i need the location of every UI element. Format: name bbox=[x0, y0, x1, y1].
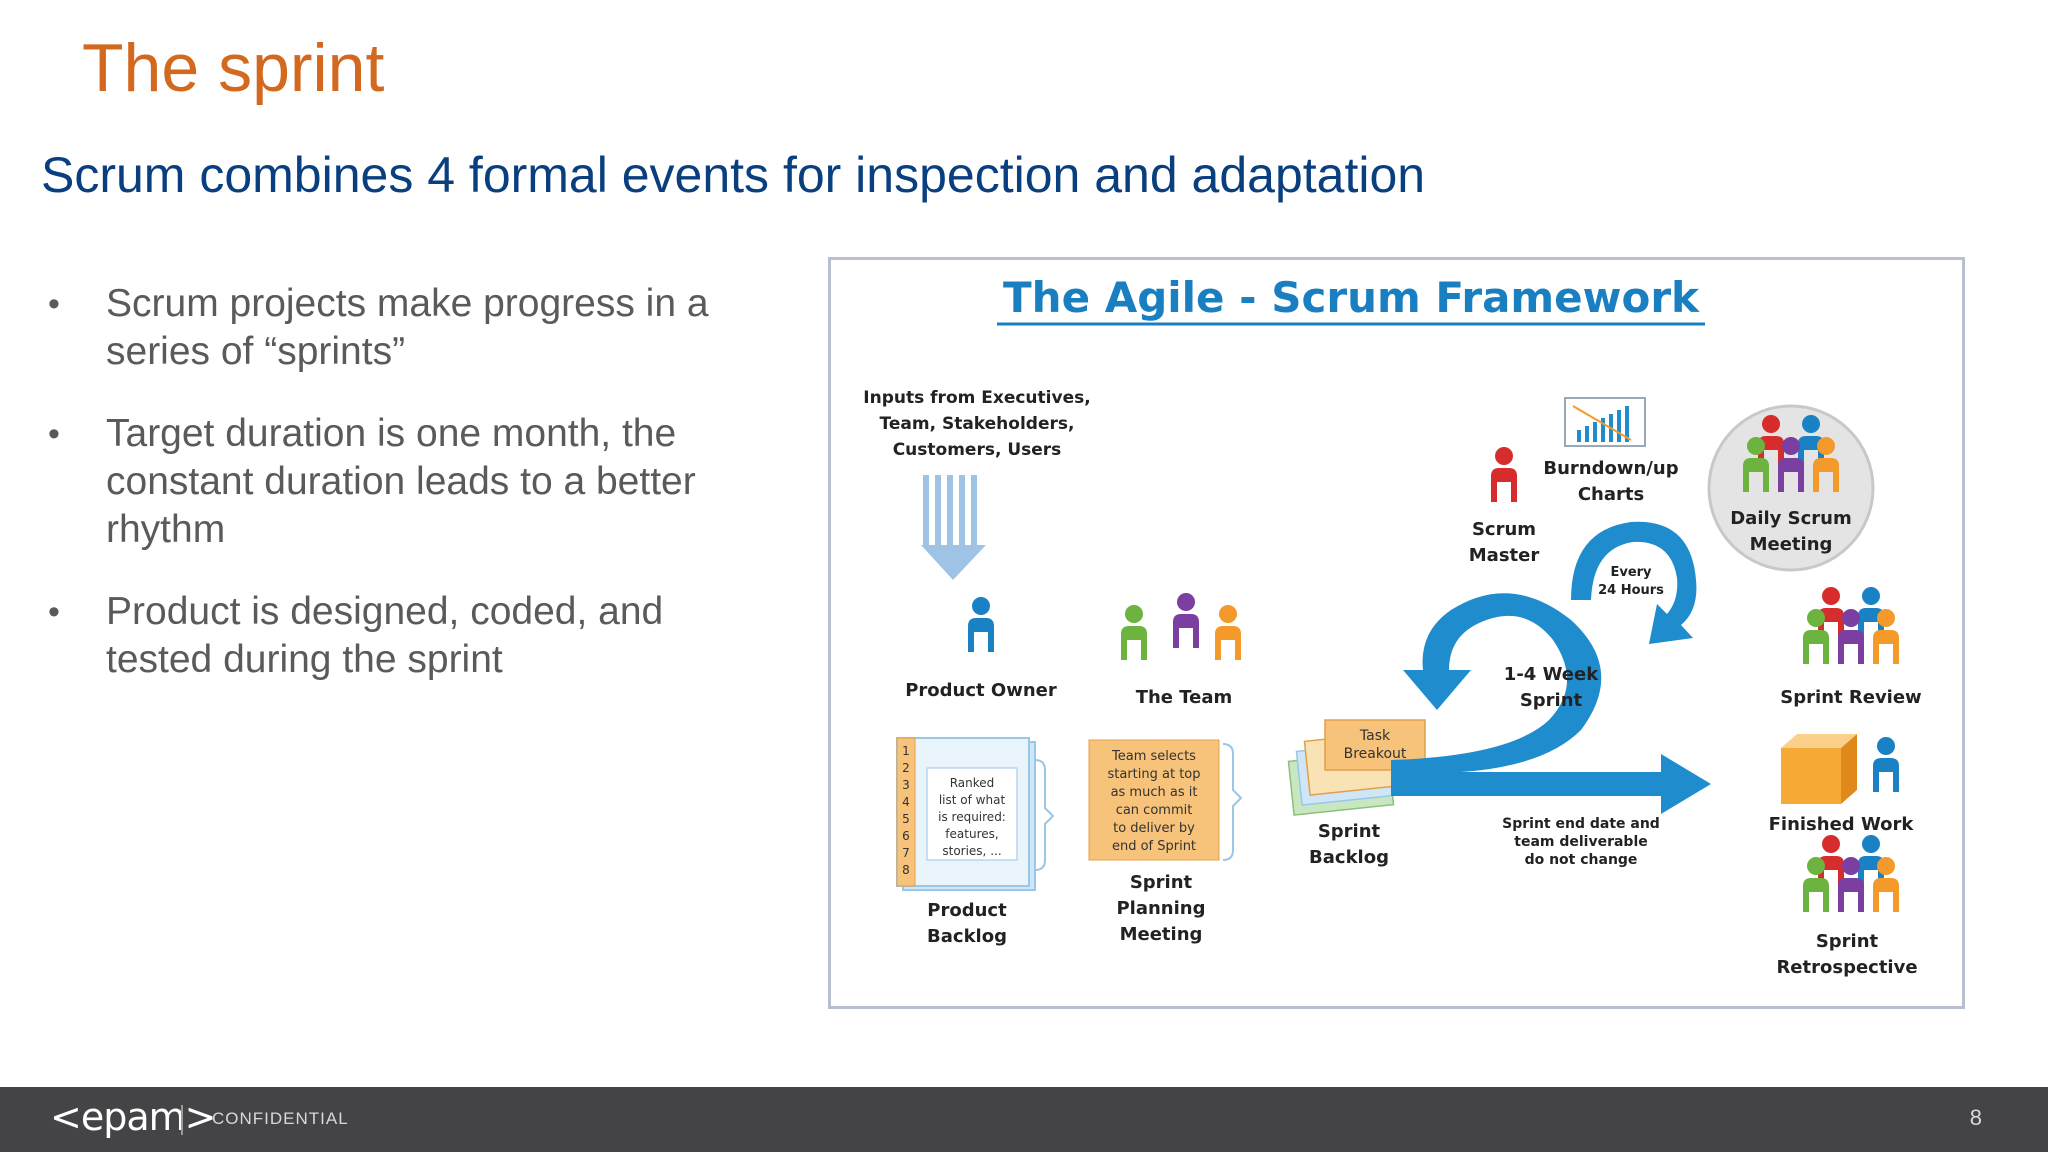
scrum-framework-figure: The Agile - Scrum Framework Inputs from … bbox=[828, 257, 1965, 1009]
burndown-label-line-1: Burndown/up bbox=[1543, 458, 1678, 479]
backlog-number: 6 bbox=[902, 829, 910, 843]
team-selects-box bbox=[1088, 739, 1220, 861]
bullet-item: • Scrum projects make progress in a seri… bbox=[48, 280, 768, 376]
sprint-planning-label-line-1: Sprint bbox=[1130, 872, 1193, 893]
bullet-glyph: • bbox=[48, 593, 60, 631]
sprint-backlog-label-line-1: Sprint bbox=[1318, 821, 1381, 842]
sprint-planning-label-line-3: Meeting bbox=[1120, 924, 1203, 945]
finished-work-label: Finished Work bbox=[1769, 814, 1915, 835]
planning-brace bbox=[1222, 743, 1243, 861]
sprint-retro-label-line-2: Retrospective bbox=[1776, 957, 1917, 978]
sprint-retro-label-line-1: Sprint bbox=[1816, 931, 1879, 952]
week-sprint-label-line-1: 1-4 Week bbox=[1504, 664, 1599, 685]
team-member-green-icon bbox=[1121, 605, 1147, 660]
sprint-backlog-label-line-2: Backlog bbox=[1309, 847, 1389, 868]
framework-title: The Agile - Scrum Framework bbox=[1003, 273, 1700, 322]
sprint-cycle-arrow-icon bbox=[1391, 593, 1711, 814]
sprint-end-line-1: Sprint end date and bbox=[1502, 816, 1660, 832]
finished-work-box-icon bbox=[1781, 734, 1857, 804]
sprint-end-line-2: team deliverable bbox=[1514, 834, 1648, 850]
sprint-review-label: Sprint Review bbox=[1780, 687, 1921, 708]
daily-scrum-label-line-2: Meeting bbox=[1750, 534, 1833, 555]
every-24-line-2: 24 Hours bbox=[1598, 583, 1664, 598]
the-team-label: The Team bbox=[1136, 687, 1233, 708]
backlog-note-card bbox=[926, 767, 1018, 861]
task-breakout-line-2: Breakout bbox=[1344, 746, 1407, 762]
backlog-note-line: Ranked bbox=[950, 776, 995, 790]
footer-divider bbox=[181, 1105, 183, 1135]
bullet-text: Scrum projects make progress in a series… bbox=[106, 282, 709, 373]
sprint-backlog-stack bbox=[1287, 719, 1426, 816]
team-selects-line: end of Sprint bbox=[1112, 839, 1196, 854]
team-selects-line: can commit bbox=[1116, 803, 1193, 818]
backlog-note-line: stories, ... bbox=[942, 844, 1001, 858]
backlog-number: 3 bbox=[902, 778, 910, 792]
backlog-number: 5 bbox=[902, 812, 910, 826]
bullet-text: Target duration is one month, the consta… bbox=[106, 412, 696, 551]
sprint-end-line-3: do not change bbox=[1525, 852, 1638, 868]
team-member-orange-icon bbox=[1215, 605, 1241, 660]
confidential-label: CONFIDENTIAL bbox=[212, 1109, 349, 1128]
product-backlog-stack bbox=[896, 737, 1036, 891]
scrum-master-label-line-2: Master bbox=[1469, 545, 1540, 566]
scrum-master-label-line-1: Scrum bbox=[1472, 519, 1536, 540]
epam-logo: <epam> bbox=[50, 1095, 216, 1139]
product-backlog-label-line-2: Backlog bbox=[927, 926, 1007, 947]
bullet-glyph: • bbox=[48, 285, 60, 323]
product-owner-label: Product Owner bbox=[905, 680, 1057, 701]
inputs-label-line-2: Team, Stakeholders, bbox=[880, 414, 1075, 434]
backlog-brace bbox=[1034, 759, 1055, 871]
inputs-label-line-3: Customers, Users bbox=[893, 440, 1062, 460]
bullet-text: Product is designed, coded, and tested d… bbox=[106, 590, 664, 681]
backlog-number: 4 bbox=[902, 795, 910, 809]
backlog-note-line: list of what bbox=[939, 793, 1006, 807]
team-selects-line: as much as it bbox=[1111, 785, 1198, 800]
task-breakout-line-1: Task bbox=[1359, 728, 1391, 744]
finished-work-person-icon bbox=[1873, 737, 1899, 792]
team-selects-line: starting at top bbox=[1107, 767, 1200, 782]
sprint-planning-label-line-2: Planning bbox=[1116, 898, 1205, 919]
product-owner-icon bbox=[968, 597, 994, 652]
scrum-master-icon bbox=[1491, 447, 1517, 502]
backlog-number: 1 bbox=[902, 744, 910, 758]
backlog-number: 2 bbox=[902, 761, 910, 775]
every-24-line-1: Every bbox=[1610, 565, 1652, 580]
footer-bar: <epam> CONFIDENTIAL 8 bbox=[0, 1087, 2048, 1152]
input-arrows-icon bbox=[921, 475, 986, 580]
bullet-item: • Product is designed, coded, and tested… bbox=[48, 588, 768, 684]
burndown-chart-icon bbox=[1564, 397, 1646, 447]
inputs-label-line-1: Inputs from Executives, bbox=[863, 388, 1090, 408]
scrum-framework-diagram: The Agile - Scrum Framework Inputs from … bbox=[863, 273, 1921, 978]
team-member-purple-icon bbox=[1173, 593, 1199, 648]
team-selects-line: to deliver by bbox=[1113, 821, 1195, 836]
burndown-label-line-2: Charts bbox=[1578, 484, 1644, 505]
daily-scrum-label-line-1: Daily Scrum bbox=[1730, 508, 1852, 529]
bullet-glyph: • bbox=[48, 415, 60, 453]
team-selects-line: Team selects bbox=[1111, 749, 1196, 764]
week-sprint-label-line-2: Sprint bbox=[1520, 690, 1583, 711]
backlog-number: 8 bbox=[902, 863, 910, 877]
bullet-list: • Scrum projects make progress in a seri… bbox=[48, 280, 768, 718]
bullet-item: • Target duration is one month, the cons… bbox=[48, 410, 768, 554]
backlog-note-line: is required: bbox=[938, 810, 1006, 824]
backlog-note-line: features, bbox=[945, 827, 998, 841]
page-number: 8 bbox=[1969, 1105, 1982, 1130]
slide-title: The sprint bbox=[82, 30, 385, 106]
slide-subtitle: Scrum combines 4 formal events for inspe… bbox=[41, 147, 1426, 203]
product-backlog-label-line-1: Product bbox=[927, 900, 1007, 921]
daily-cycle-arrow-icon bbox=[1571, 521, 1697, 644]
backlog-number: 7 bbox=[902, 846, 910, 860]
